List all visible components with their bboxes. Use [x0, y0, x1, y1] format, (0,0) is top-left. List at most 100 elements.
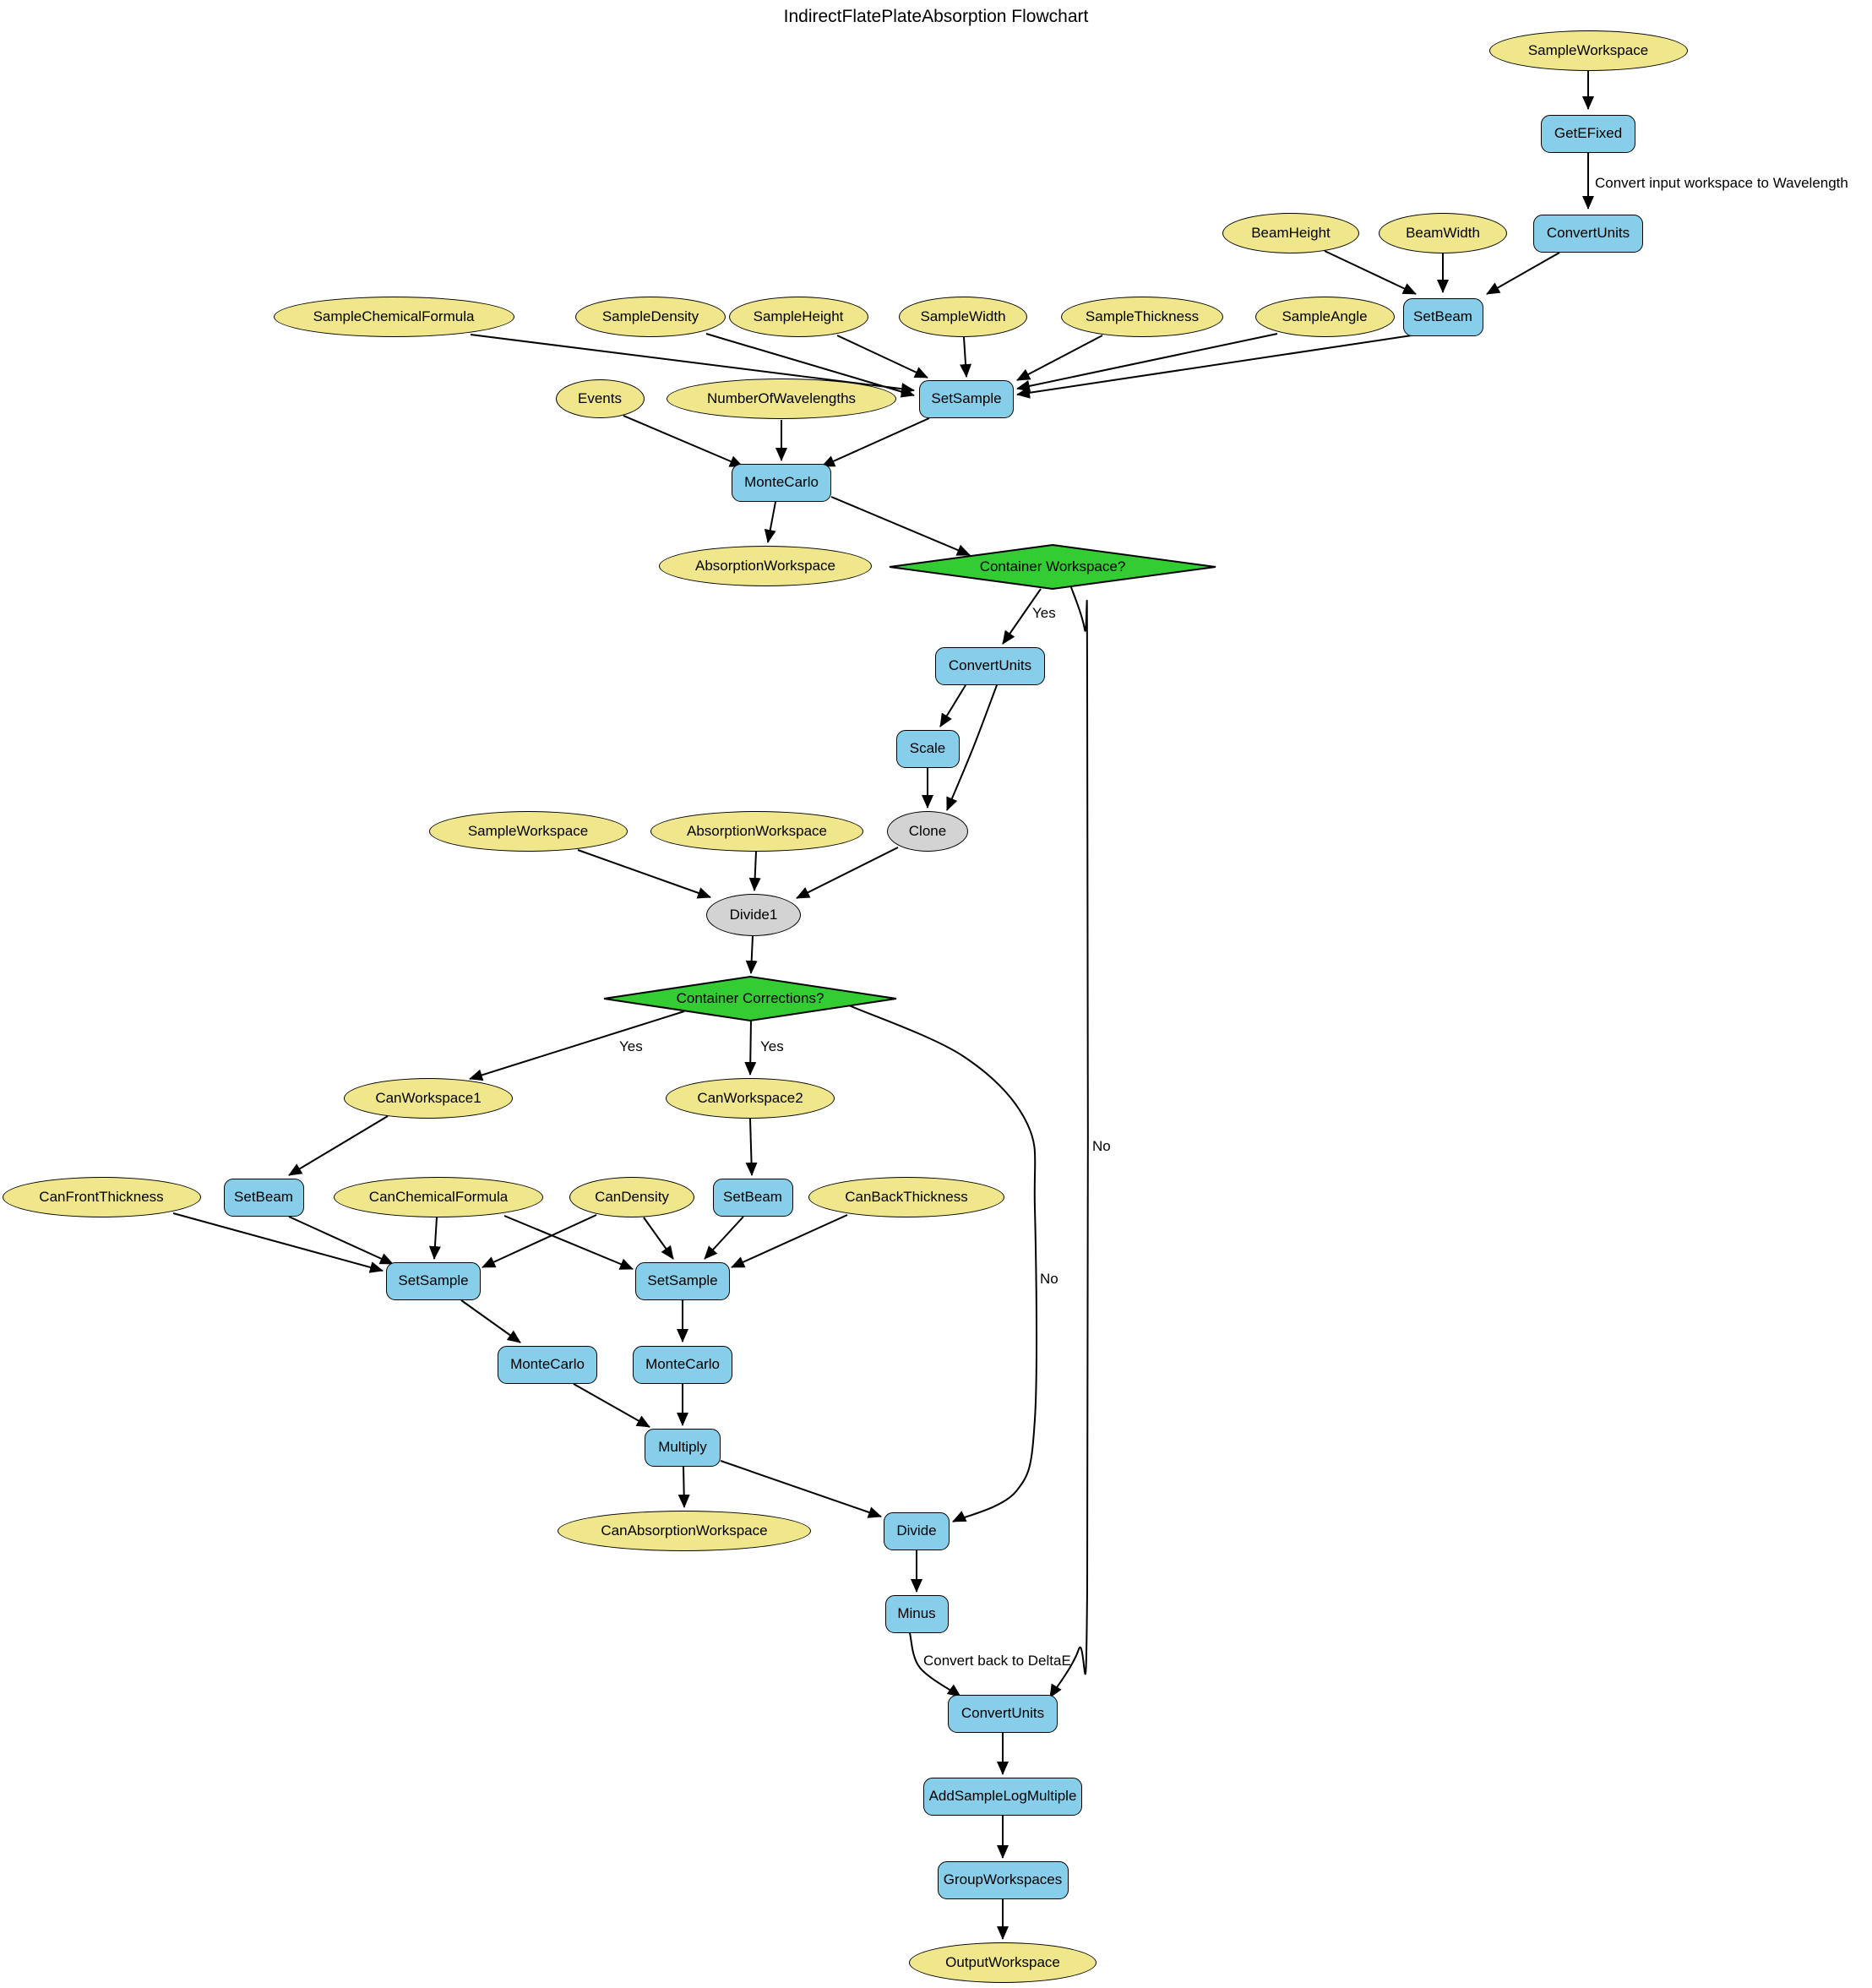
node-label-setsample1: SetSample	[931, 390, 1002, 406]
node-label-cw1: CanWorkspace1	[375, 1090, 482, 1106]
node-scale: Scale	[895, 729, 960, 768]
node-setsample3: SetSample	[635, 1261, 730, 1300]
node-swid: SampleWidth	[899, 297, 1027, 337]
node-cu1: ConvertUnits	[1533, 214, 1643, 253]
decision-shape-d1	[889, 543, 1216, 591]
edge-d1-cu3	[1049, 586, 1089, 1698]
edge-sdens-setsample1	[705, 333, 915, 398]
edge-clone-divide1	[796, 847, 899, 899]
node-label-cu2: ConvertUnits	[948, 657, 1032, 673]
node-label-setsample3: SetSample	[647, 1272, 718, 1288]
node-beamheight: BeamHeight	[1222, 213, 1359, 253]
node-scf: SampleChemicalFormula	[273, 297, 514, 337]
node-sdens: SampleDensity	[575, 297, 726, 337]
node-label-divide: Divide	[896, 1522, 937, 1539]
node-cft: CanFrontThickness	[2, 1177, 201, 1217]
edge-cw2-setbeam3	[745, 1118, 758, 1176]
edge-sw2-divide1	[577, 849, 711, 899]
node-mc3: MonteCarlo	[633, 1345, 732, 1384]
node-label-divide1: Divide1	[729, 907, 778, 923]
edge-cdens-setsample3	[643, 1217, 674, 1260]
node-label-getefixed: GetEFixed	[1554, 125, 1623, 141]
edge-mc2-multiply	[573, 1383, 650, 1428]
edge-divide1-d2	[745, 935, 758, 974]
node-label-setsample2: SetSample	[398, 1272, 469, 1288]
node-setbeam3: SetBeam	[712, 1178, 793, 1217]
edge-aw2-divide1	[748, 851, 761, 891]
node-label-multiply: Multiply	[658, 1439, 707, 1455]
node-mc2: MonteCarlo	[498, 1345, 597, 1384]
node-minus: Minus	[884, 1594, 949, 1633]
edge-beamheight-setbeam1	[1324, 250, 1417, 295]
edge-label-d2-divide: No	[1040, 1271, 1058, 1287]
edge-cdens-setsample2	[482, 1214, 597, 1268]
node-aw2: AbsorptionWorkspace	[650, 811, 863, 852]
node-label-mc3: MonteCarlo	[645, 1356, 720, 1372]
node-divide: Divide	[884, 1511, 950, 1550]
edge-mc1-aw1	[764, 501, 776, 543]
node-label-sang: SampleAngle	[1282, 308, 1368, 324]
edge-setsample1-mc1	[821, 417, 930, 467]
node-setbeam2: SetBeam	[223, 1178, 304, 1217]
node-label-scf: SampleChemicalFormula	[313, 308, 475, 324]
edge-minus-cu3	[909, 1632, 961, 1697]
node-label-aw1: AbsorptionWorkspace	[695, 558, 835, 574]
node-label-aw2: AbsorptionWorkspace	[687, 823, 827, 839]
node-sw_top: SampleWorkspace	[1488, 30, 1688, 71]
edge-d2-divide	[848, 1005, 1038, 1522]
node-label-cbt: CanBackThickness	[845, 1189, 968, 1205]
node-sang: SampleAngle	[1254, 297, 1395, 337]
node-label-ccf: CanChemicalFormula	[368, 1189, 509, 1205]
node-aslm: AddSampleLogMultiple	[923, 1777, 1082, 1816]
node-label-setbeam3: SetBeam	[723, 1189, 782, 1205]
edge-label-minus-cu3: Convert back to DeltaE	[923, 1653, 1071, 1669]
node-label-setbeam1: SetBeam	[1413, 308, 1472, 324]
edge-multiply-caw	[678, 1466, 690, 1508]
node-sthick: SampleThickness	[1061, 297, 1223, 337]
edge-setsample2-mc2	[460, 1299, 521, 1343]
flowchart-title: IndirectFlatePlateAbsorption Flowchart	[783, 7, 1089, 26]
node-mc1: MonteCarlo	[732, 463, 831, 502]
node-d2: Container Corrections?	[604, 977, 896, 1021]
edge-label-getefixed-cu1: Convert input workspace to Wavelength	[1595, 175, 1848, 191]
node-label-sw2: SampleWorkspace	[467, 823, 589, 839]
node-label-beamwidth: BeamWidth	[1406, 225, 1480, 241]
node-cu2: ConvertUnits	[935, 646, 1045, 685]
node-divide1: Divide1	[706, 894, 801, 936]
node-cu3: ConvertUnits	[948, 1694, 1058, 1733]
edge-sang-setsample1	[1016, 333, 1278, 392]
node-label-events: Events	[578, 390, 622, 406]
node-ow: OutputWorkspace	[909, 1942, 1097, 1983]
node-setbeam1: SetBeam	[1402, 297, 1483, 336]
edge-d2-cw1	[469, 1010, 685, 1081]
node-label-caw: CanAbsorptionWorkspace	[601, 1522, 768, 1539]
node-label-beamheight: BeamHeight	[1251, 225, 1331, 241]
edge-ccf-setsample2	[428, 1217, 441, 1260]
edge-setbeam1-setsample1	[1016, 334, 1418, 399]
node-caw: CanAbsorptionWorkspace	[558, 1511, 811, 1551]
node-label-aslm: AddSampleLogMultiple	[928, 1788, 1077, 1804]
edge-d2-cw2	[744, 1020, 757, 1076]
node-label-cdens: CanDensity	[595, 1189, 669, 1205]
node-label-now: NumberOfWavelengths	[706, 390, 857, 406]
node-label-sdens: SampleDensity	[601, 308, 699, 324]
node-label-sw_top: SampleWorkspace	[1527, 42, 1649, 58]
node-label-scale: Scale	[909, 740, 946, 756]
edge-label-d1-cu2: Yes	[1032, 605, 1056, 621]
node-aw1: AbsorptionWorkspace	[659, 546, 872, 586]
edge-d1-cu2	[1002, 588, 1042, 645]
node-label-d1: Container Workspace?	[979, 558, 1126, 575]
node-cbt: CanBackThickness	[808, 1177, 1004, 1217]
node-ccf: CanChemicalFormula	[334, 1177, 543, 1217]
node-label-sh: SampleHeight	[753, 308, 844, 324]
node-cw1: CanWorkspace1	[344, 1078, 513, 1119]
edge-label-d2-cw2: Yes	[760, 1038, 784, 1054]
node-multiply: Multiply	[645, 1428, 721, 1467]
node-cdens: CanDensity	[569, 1177, 694, 1217]
node-label-mc1: MonteCarlo	[744, 474, 819, 490]
node-clone: Clone	[887, 811, 968, 852]
decision-shape-d2	[603, 975, 897, 1022]
node-label-minus: Minus	[897, 1605, 936, 1621]
